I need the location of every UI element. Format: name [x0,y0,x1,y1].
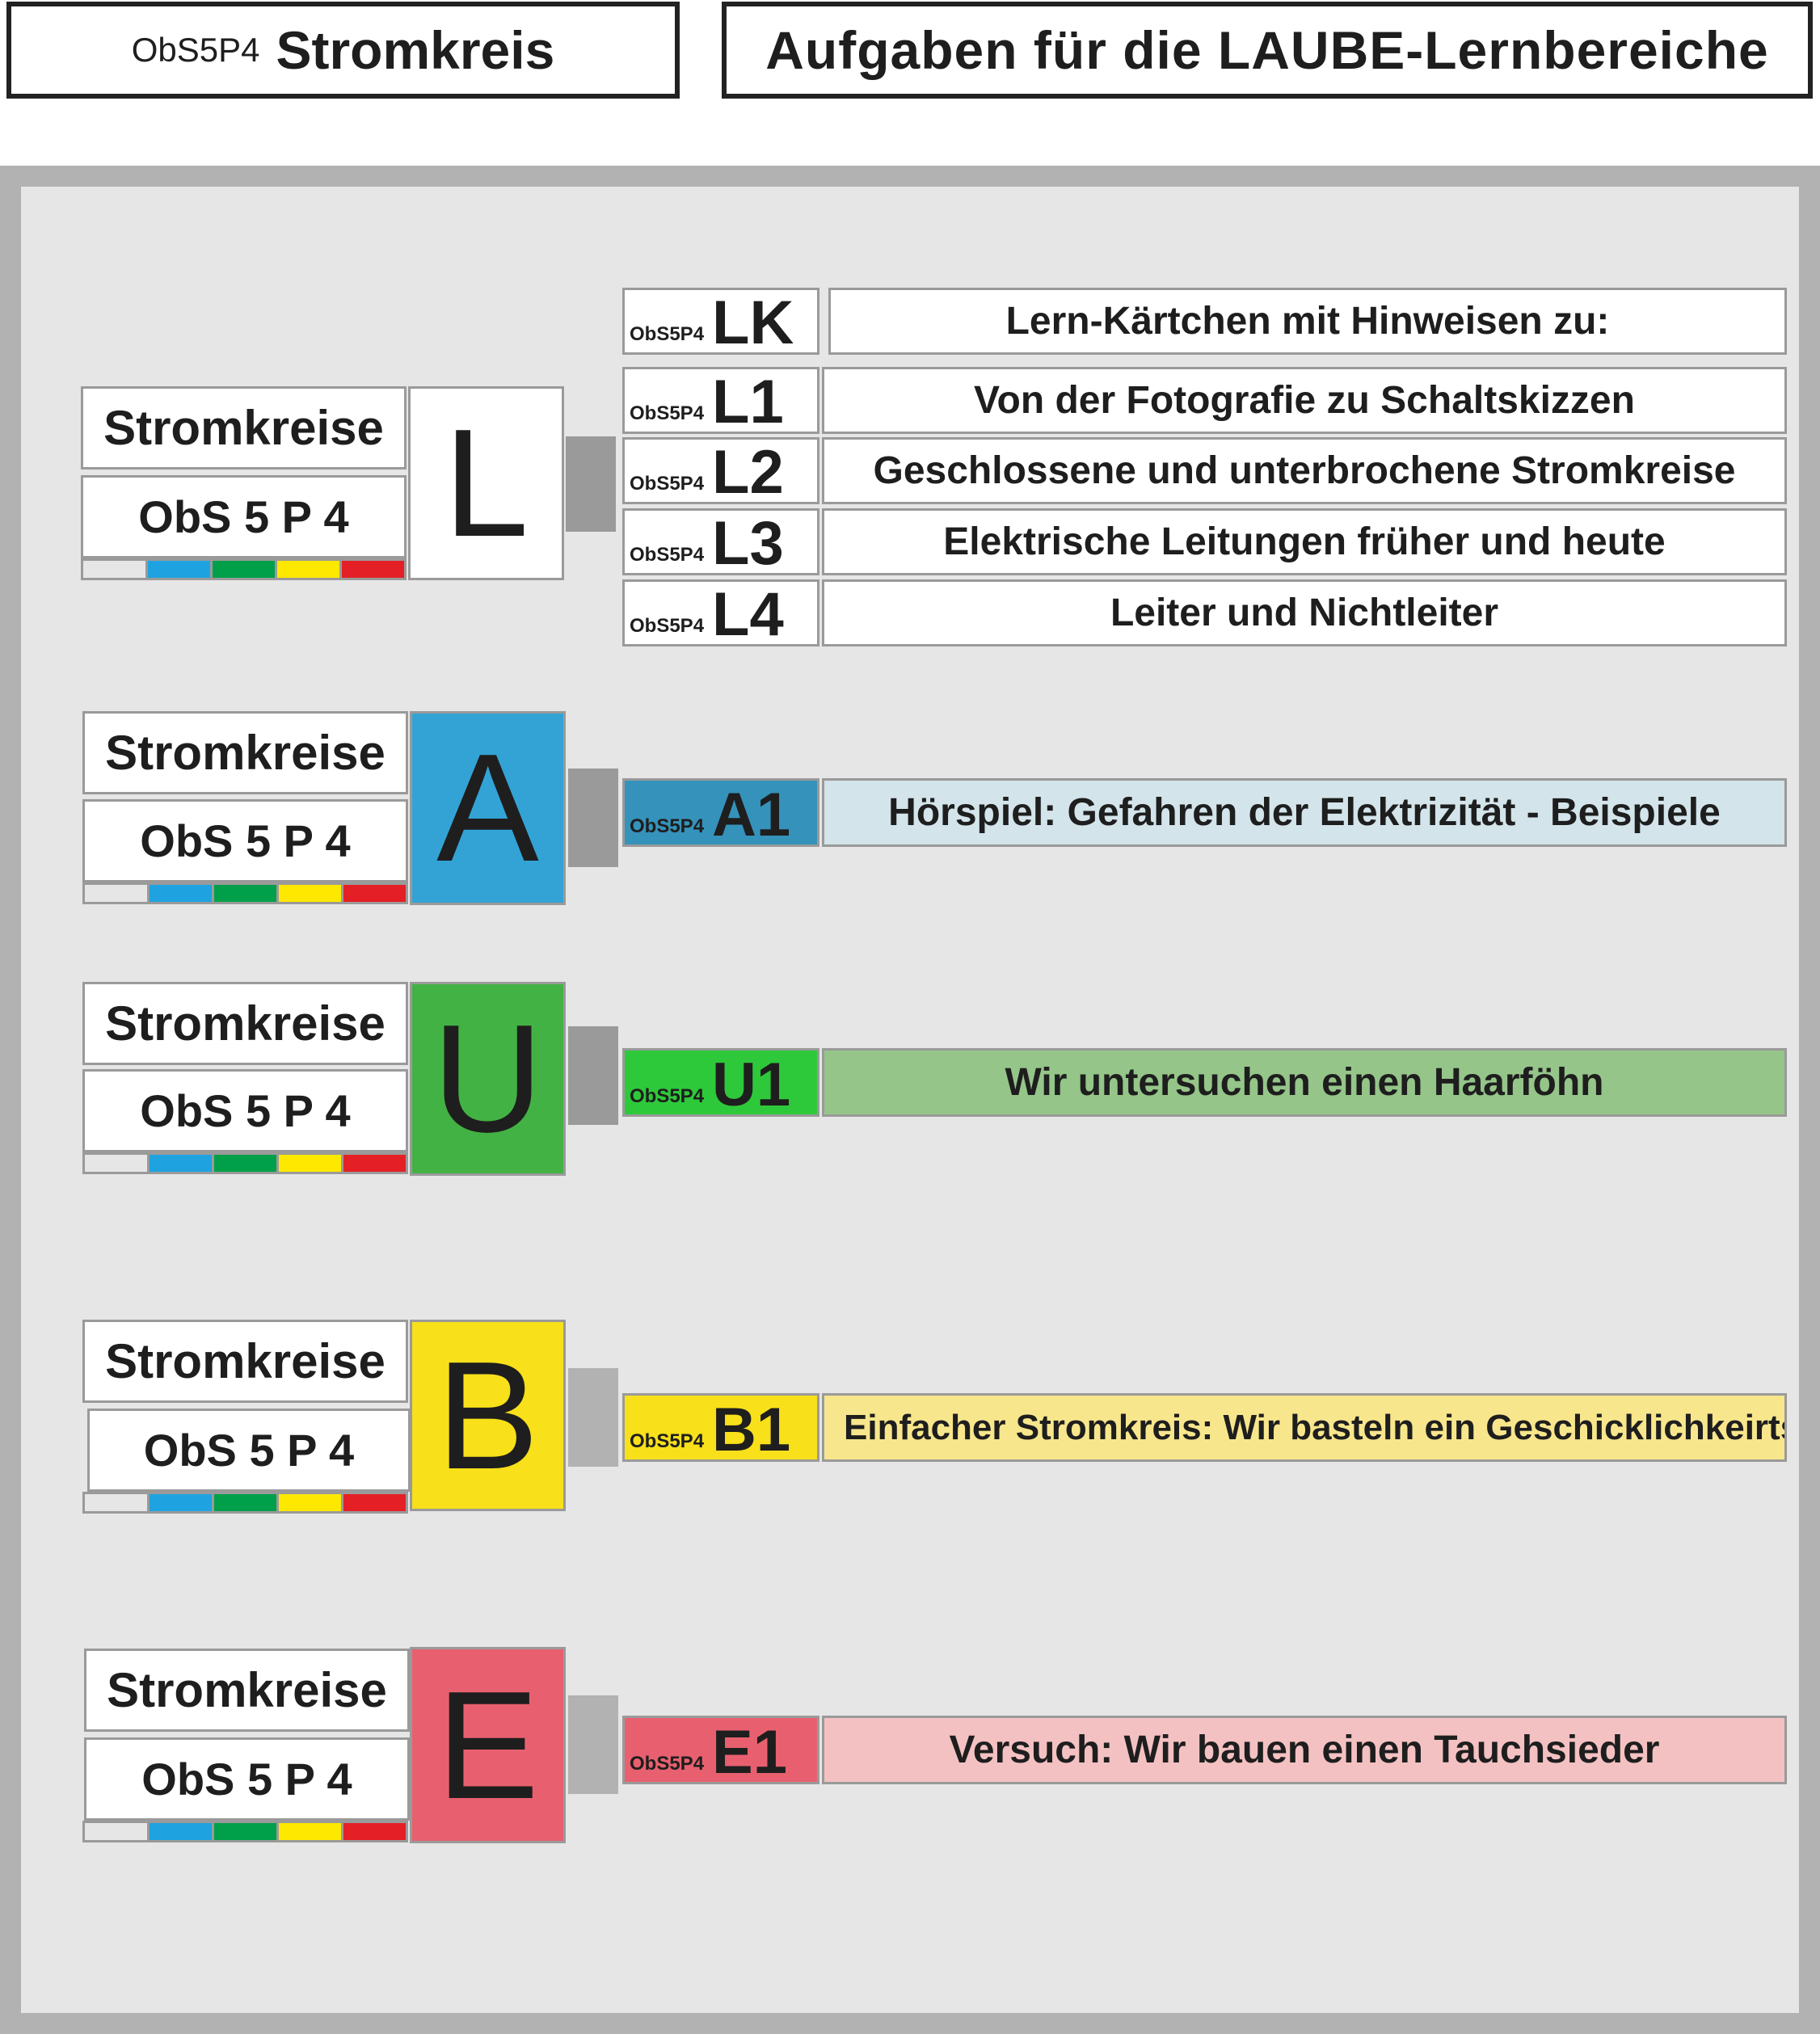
task-code-l1: ObS5P4 L1 [622,367,819,434]
task-prefix: ObS5P4 [630,473,705,495]
task-prefix: ObS5P4 [630,1085,705,1107]
task-id: E1 [712,1717,788,1787]
task-text-l3: Elektrische Leitungen früher und heute [822,508,1787,575]
strip-swatch [214,1155,276,1172]
strip-swatch [214,885,276,902]
color-strip-l [81,558,407,580]
unit-name-box-e: Stromkreise [84,1649,410,1732]
task-text-e1: Versuch: Wir bauen einen Tauchsieder [822,1716,1787,1784]
strip-swatch [279,885,341,902]
task-text-l4: Leiter und Nichtleiter [822,579,1787,646]
strip-swatch [213,561,275,578]
task-code-l3: ObS5P4 L3 [622,508,819,575]
area-letter-e: E [410,1647,566,1843]
task-code-l2: ObS5P4 L2 [622,437,819,504]
strip-swatch [342,561,404,578]
unit-code-box-u: ObS 5 P 4 [82,1069,408,1152]
strip-swatch [85,1823,147,1840]
task-code-lk: ObS5P4 LK [622,288,819,355]
area-letter-b: B [410,1320,566,1511]
unit-code-box-b: ObS 5 P 4 [87,1409,411,1492]
color-strip-b [82,1492,408,1514]
strip-swatch [150,1155,212,1172]
strip-swatch [279,1155,341,1172]
task-id: L3 [712,508,784,578]
task-text-a1: Hörspiel: Gefahren der Elektrizität - Be… [822,778,1787,847]
task-id: L2 [712,437,784,507]
strip-swatch [85,885,147,902]
color-strip-u [82,1152,408,1174]
connector-e [568,1695,618,1794]
color-strip-a [82,882,408,904]
strip-swatch [343,1823,406,1840]
task-text-lk: Lern-Kärtchen mit Hinweisen zu: [828,288,1787,355]
strip-swatch [150,1823,212,1840]
strip-swatch [279,1494,341,1511]
header-code: ObS5P4 [131,31,260,69]
unit-code-box-a: ObS 5 P 4 [82,799,408,882]
page-title: Aufgaben für die LAUBE-Lernbereiche [765,20,1769,80]
strip-swatch [277,561,339,578]
strip-swatch [279,1823,341,1840]
task-code-u1: ObS5P4 U1 [622,1048,819,1117]
task-text-u1: Wir untersuchen einen Haarföhn [822,1048,1787,1117]
area-letter-l: L [408,386,564,580]
area-letter-a: A [410,711,566,905]
header-topic: Stromkreis [276,20,555,80]
task-prefix: ObS5P4 [630,1430,705,1452]
task-id: A1 [712,780,791,849]
unit-code-box-e: ObS 5 P 4 [84,1737,410,1821]
task-id: L1 [712,367,784,436]
unit-name-box-l: Stromkreise [81,386,407,470]
task-text-l1: Von der Fotografie zu Schaltskizzen [822,367,1787,434]
unit-name-box-a: Stromkreise [82,711,408,794]
task-prefix: ObS5P4 [630,323,705,345]
connector-b [568,1368,618,1467]
task-text-l2: Geschlossene und unterbrochene Stromkrei… [822,437,1787,504]
connector-a [568,769,618,867]
connector-l [566,436,616,532]
task-prefix: ObS5P4 [630,1753,705,1775]
task-id: B1 [712,1395,791,1464]
strip-swatch [148,561,210,578]
task-id: L4 [712,579,784,649]
unit-code-box-l: ObS 5 P 4 [81,475,407,558]
strip-swatch [83,561,145,578]
task-prefix: ObS5P4 [630,544,705,566]
task-text-b1: Einfacher Stromkreis: Wir basteln ein Ge… [822,1393,1787,1462]
color-strip-e [82,1821,408,1842]
strip-swatch [214,1823,276,1840]
unit-name-box-u: Stromkreise [82,982,408,1065]
task-id: LK [712,288,794,357]
task-id: U1 [712,1050,791,1119]
task-code-b1: ObS5P4 B1 [622,1393,819,1462]
strip-swatch [150,1494,212,1511]
unit-name-box-b: Stromkreise [82,1320,408,1403]
task-prefix: ObS5P4 [630,815,705,837]
task-code-l4: ObS5P4 L4 [622,579,819,646]
task-code-a1: ObS5P4 A1 [622,778,819,847]
strip-swatch [150,885,212,902]
strip-swatch [343,1155,406,1172]
strip-swatch [214,1494,276,1511]
area-letter-u: U [410,982,566,1176]
strip-swatch [343,1494,406,1511]
task-prefix: ObS5P4 [630,615,705,637]
task-code-e1: ObS5P4 E1 [622,1716,819,1784]
strip-swatch [85,1155,147,1172]
task-prefix: ObS5P4 [630,402,705,424]
header-title-box: Aufgaben für die LAUBE-Lernbereiche [722,2,1813,99]
header-topic-box: ObS5P4 Stromkreis [6,2,680,99]
strip-swatch [343,885,406,902]
strip-swatch [85,1494,147,1511]
connector-u [568,1026,618,1125]
